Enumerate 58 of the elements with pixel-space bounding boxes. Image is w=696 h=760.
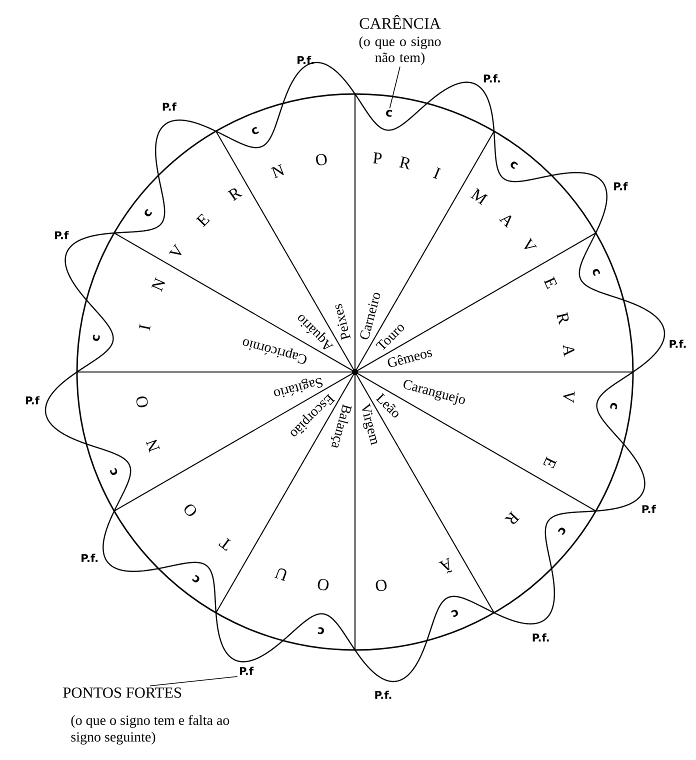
season-letter: M — [470, 188, 488, 205]
season-letter: O — [316, 154, 327, 166]
season-letter: N — [270, 164, 284, 178]
callout-label: PONTOS FORTES (o que o signo tem e falta ao signo seguinte) — [63, 688, 230, 744]
season-letter: A — [562, 344, 574, 357]
season-letter: A — [499, 215, 512, 228]
season-letter: I — [432, 167, 442, 180]
leader-line — [389, 66, 400, 109]
season-letter: E — [544, 276, 558, 289]
bump-label: P.f — [614, 182, 628, 190]
bump-label: c — [318, 627, 324, 634]
bump-label: P.f — [162, 102, 177, 111]
bump-label: c — [252, 126, 259, 134]
sign-name: Gêmeos — [388, 350, 432, 367]
bump-label: c — [610, 403, 618, 410]
bump-label: c — [92, 334, 100, 341]
bump-label: c — [592, 268, 600, 276]
sign-name: Virgem — [362, 403, 378, 446]
season-letter: E — [543, 456, 557, 468]
bump-label: c — [558, 528, 566, 535]
bump-label: P.f. — [670, 340, 686, 348]
bump-label: P.f. — [298, 56, 314, 64]
bump-label: c — [386, 110, 392, 117]
season-letter: R — [556, 312, 569, 325]
season-letter: O — [376, 580, 387, 592]
season-letter: E — [196, 214, 210, 228]
bump-label: P.f. — [82, 554, 98, 562]
season-letter: N — [146, 440, 160, 453]
bump-label: c — [510, 162, 518, 170]
season-letter: R — [399, 156, 410, 170]
season-letter: P — [372, 152, 382, 164]
season-letter: V — [524, 238, 537, 250]
season-letter: O — [318, 579, 329, 590]
sign-name: Peixes — [335, 304, 351, 340]
season-letter: O — [136, 396, 148, 408]
season-letter: O — [184, 504, 196, 516]
callout-label: CARÊNCIA (o que o signo não tem) — [359, 14, 441, 65]
season-letter: I — [138, 324, 150, 331]
season-letter: T — [218, 538, 231, 551]
bump-label: c — [451, 610, 458, 618]
leader-line — [150, 676, 238, 686]
bump-label: c — [192, 574, 200, 582]
season-letter: V — [563, 392, 575, 404]
bump-label: P.f — [26, 396, 40, 404]
bump-label: P.f. — [484, 74, 500, 82]
season-letter: R — [504, 511, 520, 524]
season-letter: V — [168, 244, 182, 256]
bump-label: P.f. — [532, 633, 549, 642]
bump-label: c — [110, 468, 118, 475]
bump-label: P.f — [642, 504, 656, 513]
bump-label: P.f. — [375, 690, 392, 699]
bump-label: c — [144, 209, 152, 216]
bump-label: P.f — [240, 666, 254, 675]
bump-label: P.f — [55, 231, 69, 240]
season-letter: R — [228, 188, 242, 202]
season-letter: N — [151, 277, 166, 292]
season-letter: U — [274, 568, 286, 582]
season-letter: Ã — [438, 558, 452, 574]
